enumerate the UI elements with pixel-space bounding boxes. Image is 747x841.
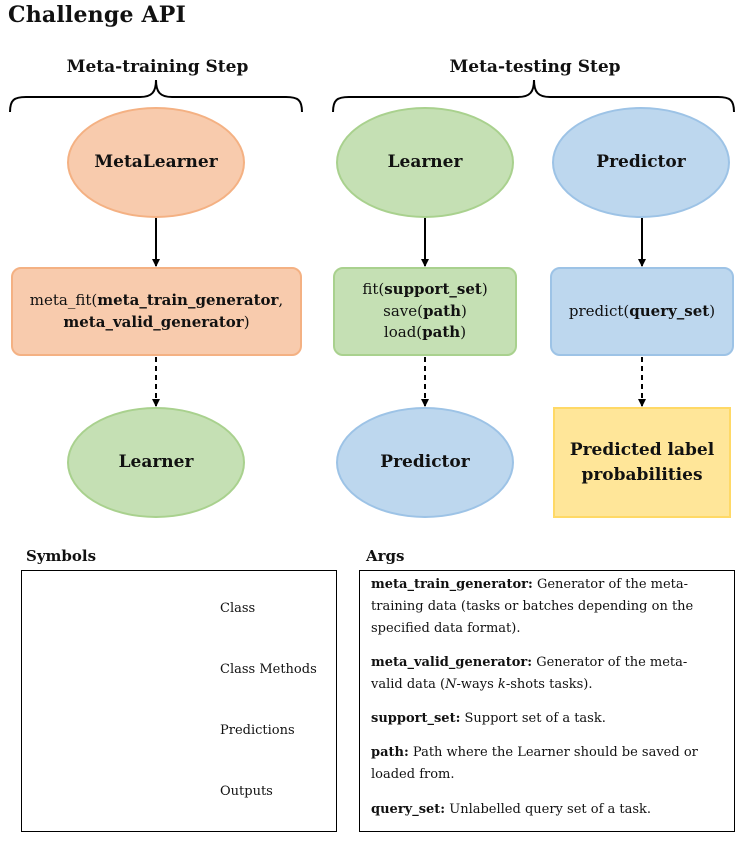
args-heading: Args — [366, 547, 405, 565]
learner-methods-box: fit(support_set) save(path) load(path) — [333, 267, 517, 356]
fit-method: fit(support_set) — [362, 279, 488, 298]
arg-query-set: query_set: Unlabelled query set of a tas… — [371, 802, 652, 817]
diagram-title: Challenge API — [8, 2, 187, 28]
meta-fit-method-box: meta_fit(meta_train_generator, meta_vali… — [11, 267, 302, 356]
symbols-heading: Symbols — [26, 547, 97, 565]
symbols-panel — [21, 570, 337, 832]
arg-path: path: Path where the Learner should be s… — [371, 745, 698, 782]
arg-support-set: support_set: Support set of a task. — [371, 711, 606, 726]
symbol-predictions-label: Predictions — [220, 723, 295, 738]
meta-testing-step-label: Meta-testing Step — [449, 57, 621, 77]
symbol-class-label: Class — [220, 601, 256, 616]
predictor-output-node: Predictor — [336, 407, 514, 518]
symbol-class-methods-label: Class Methods — [220, 662, 317, 677]
arg-meta-train-generator: meta_train_generator: Generator of the m… — [371, 577, 694, 636]
meta-training-brace — [9, 79, 303, 113]
meta-testing-brace — [332, 79, 735, 113]
save-method: save(path) — [383, 301, 467, 320]
learner-node: Learner — [336, 107, 514, 218]
args-panel: meta_train_generator: Generator of the m… — [359, 570, 735, 832]
learner-output-node: Learner — [67, 407, 245, 518]
load-method: load(path) — [383, 323, 467, 342]
arg-meta-valid-generator: meta_valid_generator: Generator of the m… — [371, 655, 688, 692]
meta-training-step-label: Meta-training Step — [66, 57, 249, 77]
predictor-node: Predictor — [552, 107, 730, 218]
metalearner-node: MetaLearner — [67, 107, 245, 218]
predict-method-box: predict(query_set) — [550, 267, 734, 356]
symbol-outputs-label: Outputs — [220, 784, 273, 799]
